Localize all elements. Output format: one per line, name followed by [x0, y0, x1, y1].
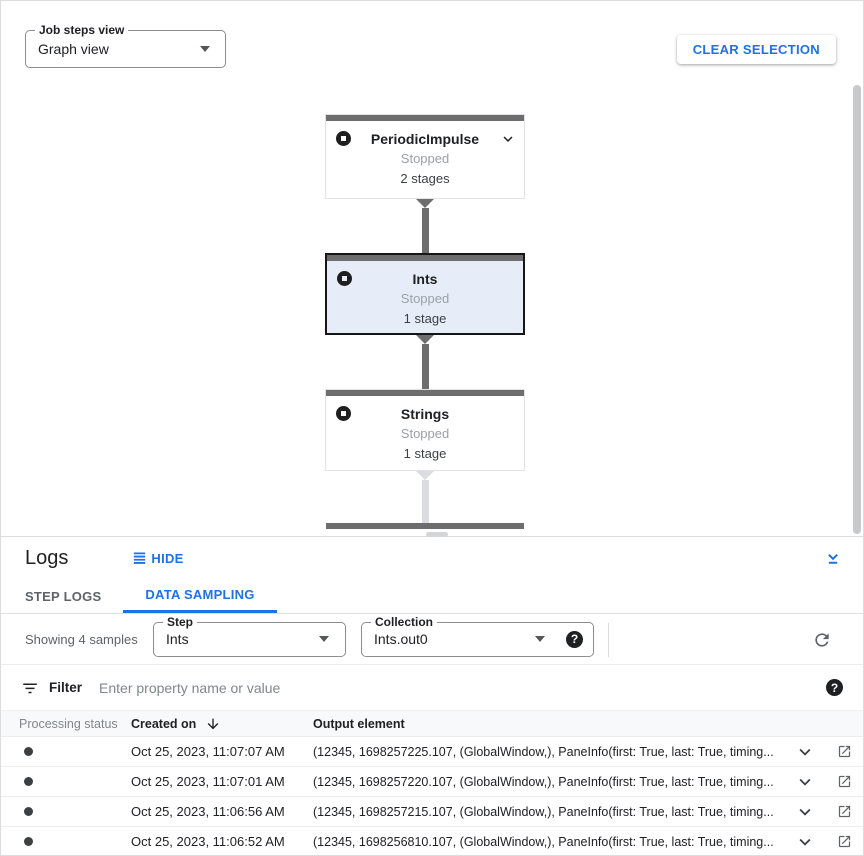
dropdown-arrow-icon	[319, 636, 329, 642]
node-top-strip	[326, 115, 524, 121]
logs-tab-bar: STEP LOGS DATA SAMPLING	[1, 579, 863, 614]
collection-help-icon[interactable]: ?	[566, 630, 583, 648]
filter-input[interactable]	[99, 679, 826, 696]
sample-row: Oct 25, 2023, 11:07:01 AM (12345, 169825…	[1, 767, 863, 797]
filter-list-icon	[21, 679, 39, 697]
step-select-value: Ints	[166, 631, 189, 647]
tab-step-logs[interactable]: STEP LOGS	[25, 588, 102, 604]
graph-edge	[416, 335, 434, 389]
graph-edge	[416, 471, 434, 523]
panel-resize-handle[interactable]	[426, 532, 448, 537]
output-element-cell: (12345, 1698257215.107, (GlobalWindow,),…	[313, 804, 774, 819]
sample-row: Oct 25, 2023, 11:06:52 AM (12345, 169825…	[1, 827, 863, 855]
created-on-cell: Oct 25, 2023, 11:07:01 AM	[131, 774, 285, 789]
processing-status-dot	[24, 837, 33, 846]
created-on-cell: Oct 25, 2023, 11:06:56 AM	[131, 804, 285, 819]
table-header: Processing status Created on Output elem…	[1, 711, 863, 737]
refresh-samples-button[interactable]	[812, 630, 832, 650]
sampling-controls: Showing 4 samples Step Ints Collection I…	[1, 614, 863, 665]
logs-panel-title: Logs	[25, 546, 69, 569]
hide-logs-button[interactable]: HIDE	[131, 550, 183, 567]
step-select-label: Step	[163, 614, 198, 629]
expand-row-icon[interactable]	[793, 771, 817, 793]
view-headline-icon	[134, 551, 146, 564]
node-status: Stopped	[400, 426, 450, 441]
processing-status-dot	[24, 777, 33, 786]
node-status: Stopped	[400, 151, 450, 166]
graph-vertical-scrollbar[interactable]	[853, 85, 861, 534]
stopped-status-icon	[337, 271, 352, 286]
stopped-status-icon	[336, 131, 351, 146]
edge-arrowhead-icon	[416, 335, 434, 344]
filter-bar: Filter ?	[1, 665, 863, 711]
logs-panel: Logs HIDE STEP LOGS DATA SAMPLING Showin…	[1, 536, 863, 855]
chevron-down-icon[interactable]	[499, 130, 517, 148]
expand-row-icon[interactable]	[793, 801, 817, 823]
edge-arrowhead-icon	[416, 199, 434, 208]
step-select[interactable]: Step Ints	[153, 614, 346, 657]
graph-node-ints[interactable]: Ints Stopped 1 stage	[325, 253, 525, 335]
edge-arrowhead-icon	[416, 471, 434, 480]
created-on-cell: Oct 25, 2023, 11:07:07 AM	[131, 744, 285, 759]
node-stages: 1 stage	[403, 446, 447, 461]
processing-status-dot	[24, 747, 33, 756]
open-in-new-icon[interactable]	[835, 744, 853, 759]
filter-label: Filter	[49, 680, 83, 695]
filter-help-icon[interactable]: ?	[826, 679, 843, 696]
node-stages: 2 stages	[400, 171, 450, 186]
sort-descending-icon	[207, 718, 219, 729]
tab-data-sampling[interactable]: DATA SAMPLING	[123, 579, 277, 613]
graph-edge	[416, 199, 434, 253]
node-title: Strings	[400, 406, 450, 422]
collection-select[interactable]: Collection Ints.out0 ?	[361, 614, 594, 657]
collapse-panel-icon[interactable]	[823, 548, 843, 568]
clear-selection-button[interactable]: CLEAR SELECTION	[676, 35, 836, 64]
collection-select-value: Ints.out0	[374, 631, 428, 647]
sample-row: Oct 25, 2023, 11:07:07 AM (12345, 169825…	[1, 737, 863, 767]
stopped-status-icon	[336, 406, 351, 421]
dropdown-arrow-icon	[200, 46, 210, 52]
open-in-new-icon[interactable]	[835, 834, 853, 849]
job-steps-view-value: Graph view	[38, 41, 109, 57]
node-title: PeriodicImpulse	[370, 131, 480, 147]
processing-status-dot	[24, 807, 33, 816]
open-in-new-icon[interactable]	[835, 774, 853, 789]
graph-node-periodicimpulse[interactable]: PeriodicImpulse Stopped 2 stages	[325, 114, 525, 199]
graph-node-strings[interactable]: Strings Stopped 1 stage	[325, 389, 525, 471]
output-element-cell: (12345, 1698257220.107, (GlobalWindow,),…	[313, 774, 774, 789]
expand-row-icon[interactable]	[793, 831, 817, 853]
output-element-cell: (12345, 1698256810.107, (GlobalWindow,),…	[313, 834, 774, 849]
job-graph-panel: Job steps view Graph view CLEAR SELECTIO…	[1, 1, 863, 536]
graph-node-partial-top	[326, 523, 524, 529]
expand-row-icon[interactable]	[793, 741, 817, 763]
node-status: Stopped	[400, 291, 450, 306]
node-title: Ints	[412, 271, 438, 287]
job-steps-view-label: Job steps view	[35, 23, 129, 37]
output-element-cell: (12345, 1698257225.107, (GlobalWindow,),…	[313, 744, 774, 759]
showing-samples-text: Showing 4 samples	[25, 631, 138, 647]
created-on-cell: Oct 25, 2023, 11:06:52 AM	[131, 834, 285, 849]
column-output-element: Output element	[313, 716, 405, 731]
node-top-strip	[327, 255, 523, 261]
column-processing-status: Processing status	[19, 716, 118, 731]
node-top-strip	[326, 390, 524, 396]
logs-header: Logs HIDE	[1, 537, 863, 579]
sample-row: Oct 25, 2023, 11:06:56 AM (12345, 169825…	[1, 797, 863, 827]
hide-label: HIDE	[151, 550, 184, 566]
job-steps-view-select[interactable]: Job steps view Graph view	[25, 23, 226, 68]
open-in-new-icon[interactable]	[835, 804, 853, 819]
vertical-divider	[608, 623, 609, 657]
dropdown-arrow-icon	[535, 636, 545, 642]
collection-select-label: Collection	[371, 614, 438, 629]
node-stages: 1 stage	[403, 311, 447, 326]
column-created-on[interactable]: Created on	[131, 716, 313, 732]
